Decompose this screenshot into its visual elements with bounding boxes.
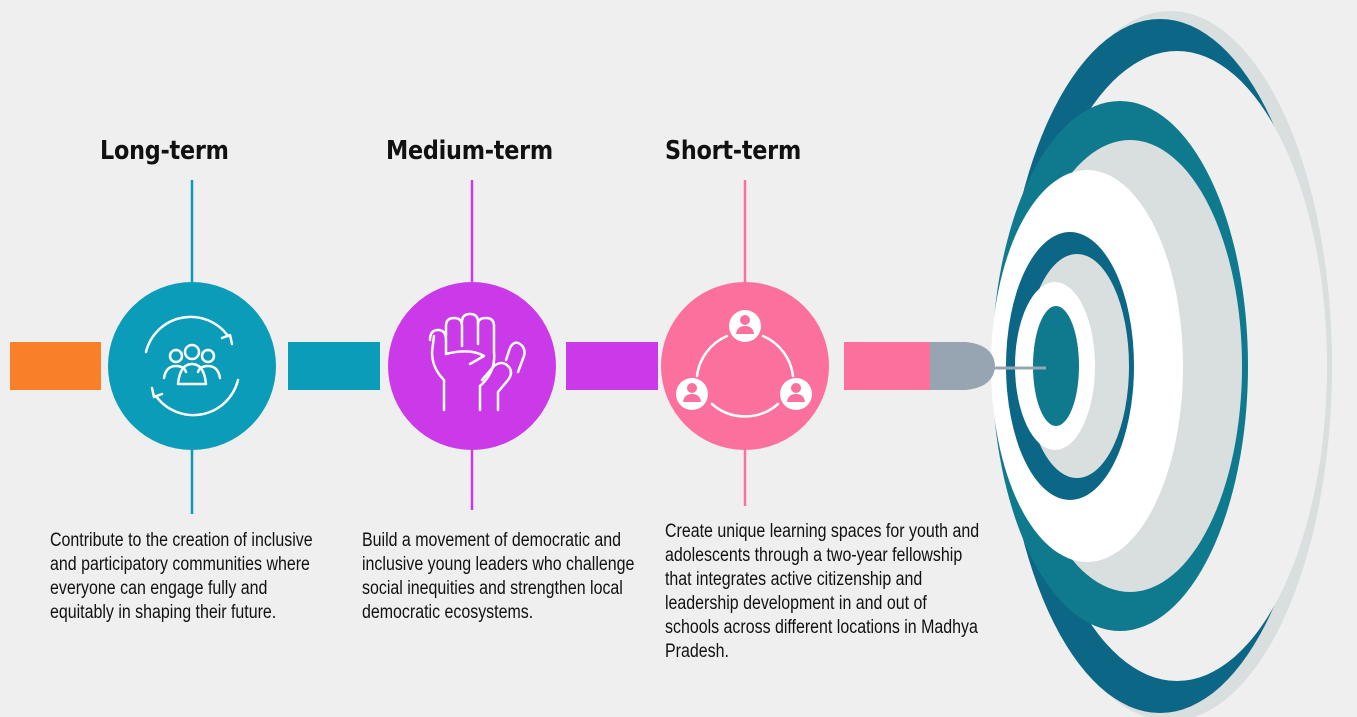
network-people-icon — [676, 310, 812, 418]
arrow-segment-short — [844, 342, 936, 390]
stage-circle-long — [108, 282, 276, 450]
arrow-tail — [10, 342, 101, 390]
stage-circle-short — [661, 282, 829, 450]
target-center — [1033, 306, 1079, 426]
stage-title-long-term: Long-term — [100, 136, 229, 166]
arrow-tip — [930, 342, 995, 390]
stage-description-short-term: Create unique learning spaces for youth … — [665, 521, 980, 662]
community-cycle-icon — [144, 315, 240, 417]
stage-description-long-term: Contribute to the creation of inclusive … — [50, 530, 313, 623]
bullseye-target-icon — [991, 11, 1332, 717]
arrow-segment-medium — [566, 342, 658, 390]
stage-title-short-term: Short-term — [665, 136, 801, 166]
stage-title-medium-term: Medium-term — [386, 136, 553, 166]
stage-circle-medium — [388, 282, 556, 450]
stage-description-medium-term: Build a movement of democratic and inclu… — [362, 530, 635, 623]
raised-fist-icon — [428, 312, 526, 412]
arrow-segment-long — [288, 342, 380, 390]
